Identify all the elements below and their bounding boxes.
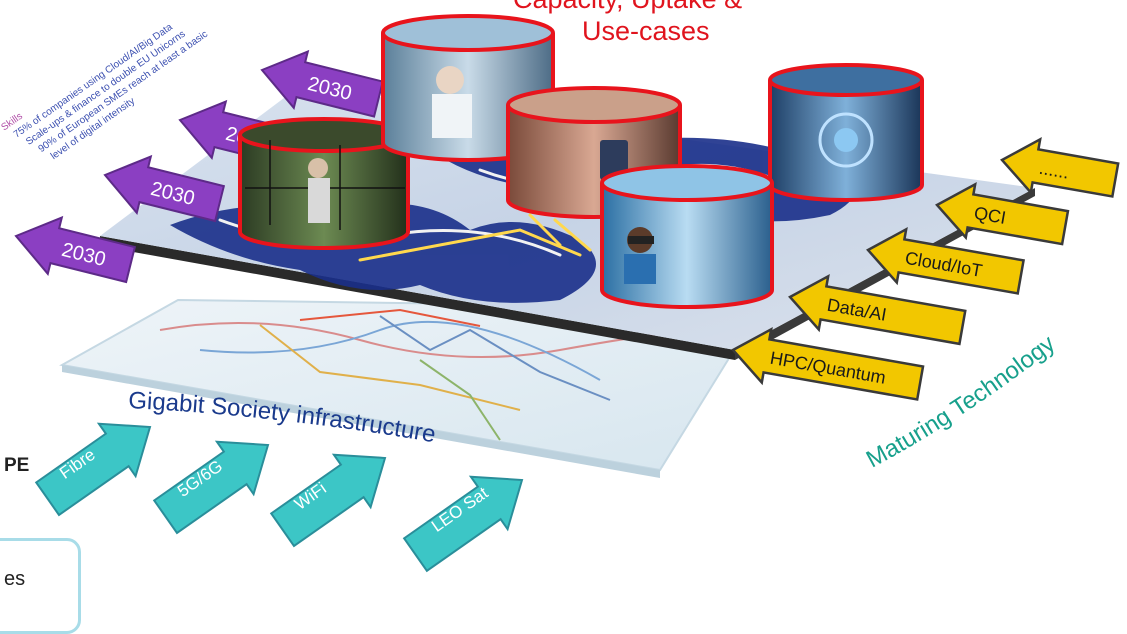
- page-title-line-1: Capacity, Uptake &: [513, 0, 742, 15]
- use-case-cylinder-icon: [768, 63, 924, 202]
- left-arrow-icon: [14, 215, 137, 284]
- infrastructure-arrow: WiFi: [269, 453, 387, 548]
- technology-arrow: Data/AI: [788, 273, 967, 346]
- left-arrow-icon: [866, 226, 1026, 295]
- left-box-text-fragment: es: [4, 568, 26, 590]
- page-title-line-2: Use-cases: [582, 16, 710, 46]
- technology-arrow: HPC/Quantum: [731, 326, 925, 401]
- technology-caption: Maturing Technology: [862, 330, 1060, 473]
- target-arrow: 2030: [14, 215, 137, 284]
- target-arrow: 2030: [260, 49, 384, 118]
- use-case-cylinder-icon: [381, 14, 555, 162]
- left-arrow-icon: [260, 49, 384, 118]
- infrastructure-arrow: LEO Sat: [402, 475, 524, 573]
- technology-arrows: HPC/QuantumData/AICloud/IoTQCI......: [731, 136, 1120, 401]
- left-arrow-icon: [103, 154, 226, 223]
- use-case-cylinders: [238, 14, 924, 309]
- technology-arrow: ......: [1000, 136, 1120, 198]
- target-note: 90% of European SMEs reach at least a ba…: [36, 29, 209, 155]
- infrastructure-arrow: 5G/6G: [152, 440, 270, 535]
- left-arrow-icon: [1000, 136, 1120, 198]
- left-heading-fragment: PE: [4, 455, 30, 476]
- target-note: Scale-ups & finance to double EU Unicorn…: [24, 29, 187, 148]
- left-arrow-icon: [788, 273, 967, 346]
- technology-caption-text: Maturing Technology: [862, 330, 1060, 473]
- left-arrow-icon: [935, 181, 1070, 246]
- technology-arrow: QCI: [935, 181, 1070, 246]
- infrastructure-arrow: Fibre: [34, 422, 152, 517]
- left-arrow-icon: [731, 326, 925, 401]
- up-right-arrow-icon: [34, 422, 152, 517]
- up-right-arrow-icon: [152, 440, 270, 535]
- use-case-cylinder-icon: [238, 117, 410, 250]
- up-right-arrow-icon: [402, 475, 524, 573]
- infrastructure-layer: [59, 298, 762, 478]
- up-right-arrow-icon: [269, 453, 387, 548]
- target-arrow: 2030: [103, 154, 226, 223]
- use-case-cylinder-icon: [600, 164, 774, 309]
- technology-arrow: Cloud/IoT: [866, 226, 1026, 295]
